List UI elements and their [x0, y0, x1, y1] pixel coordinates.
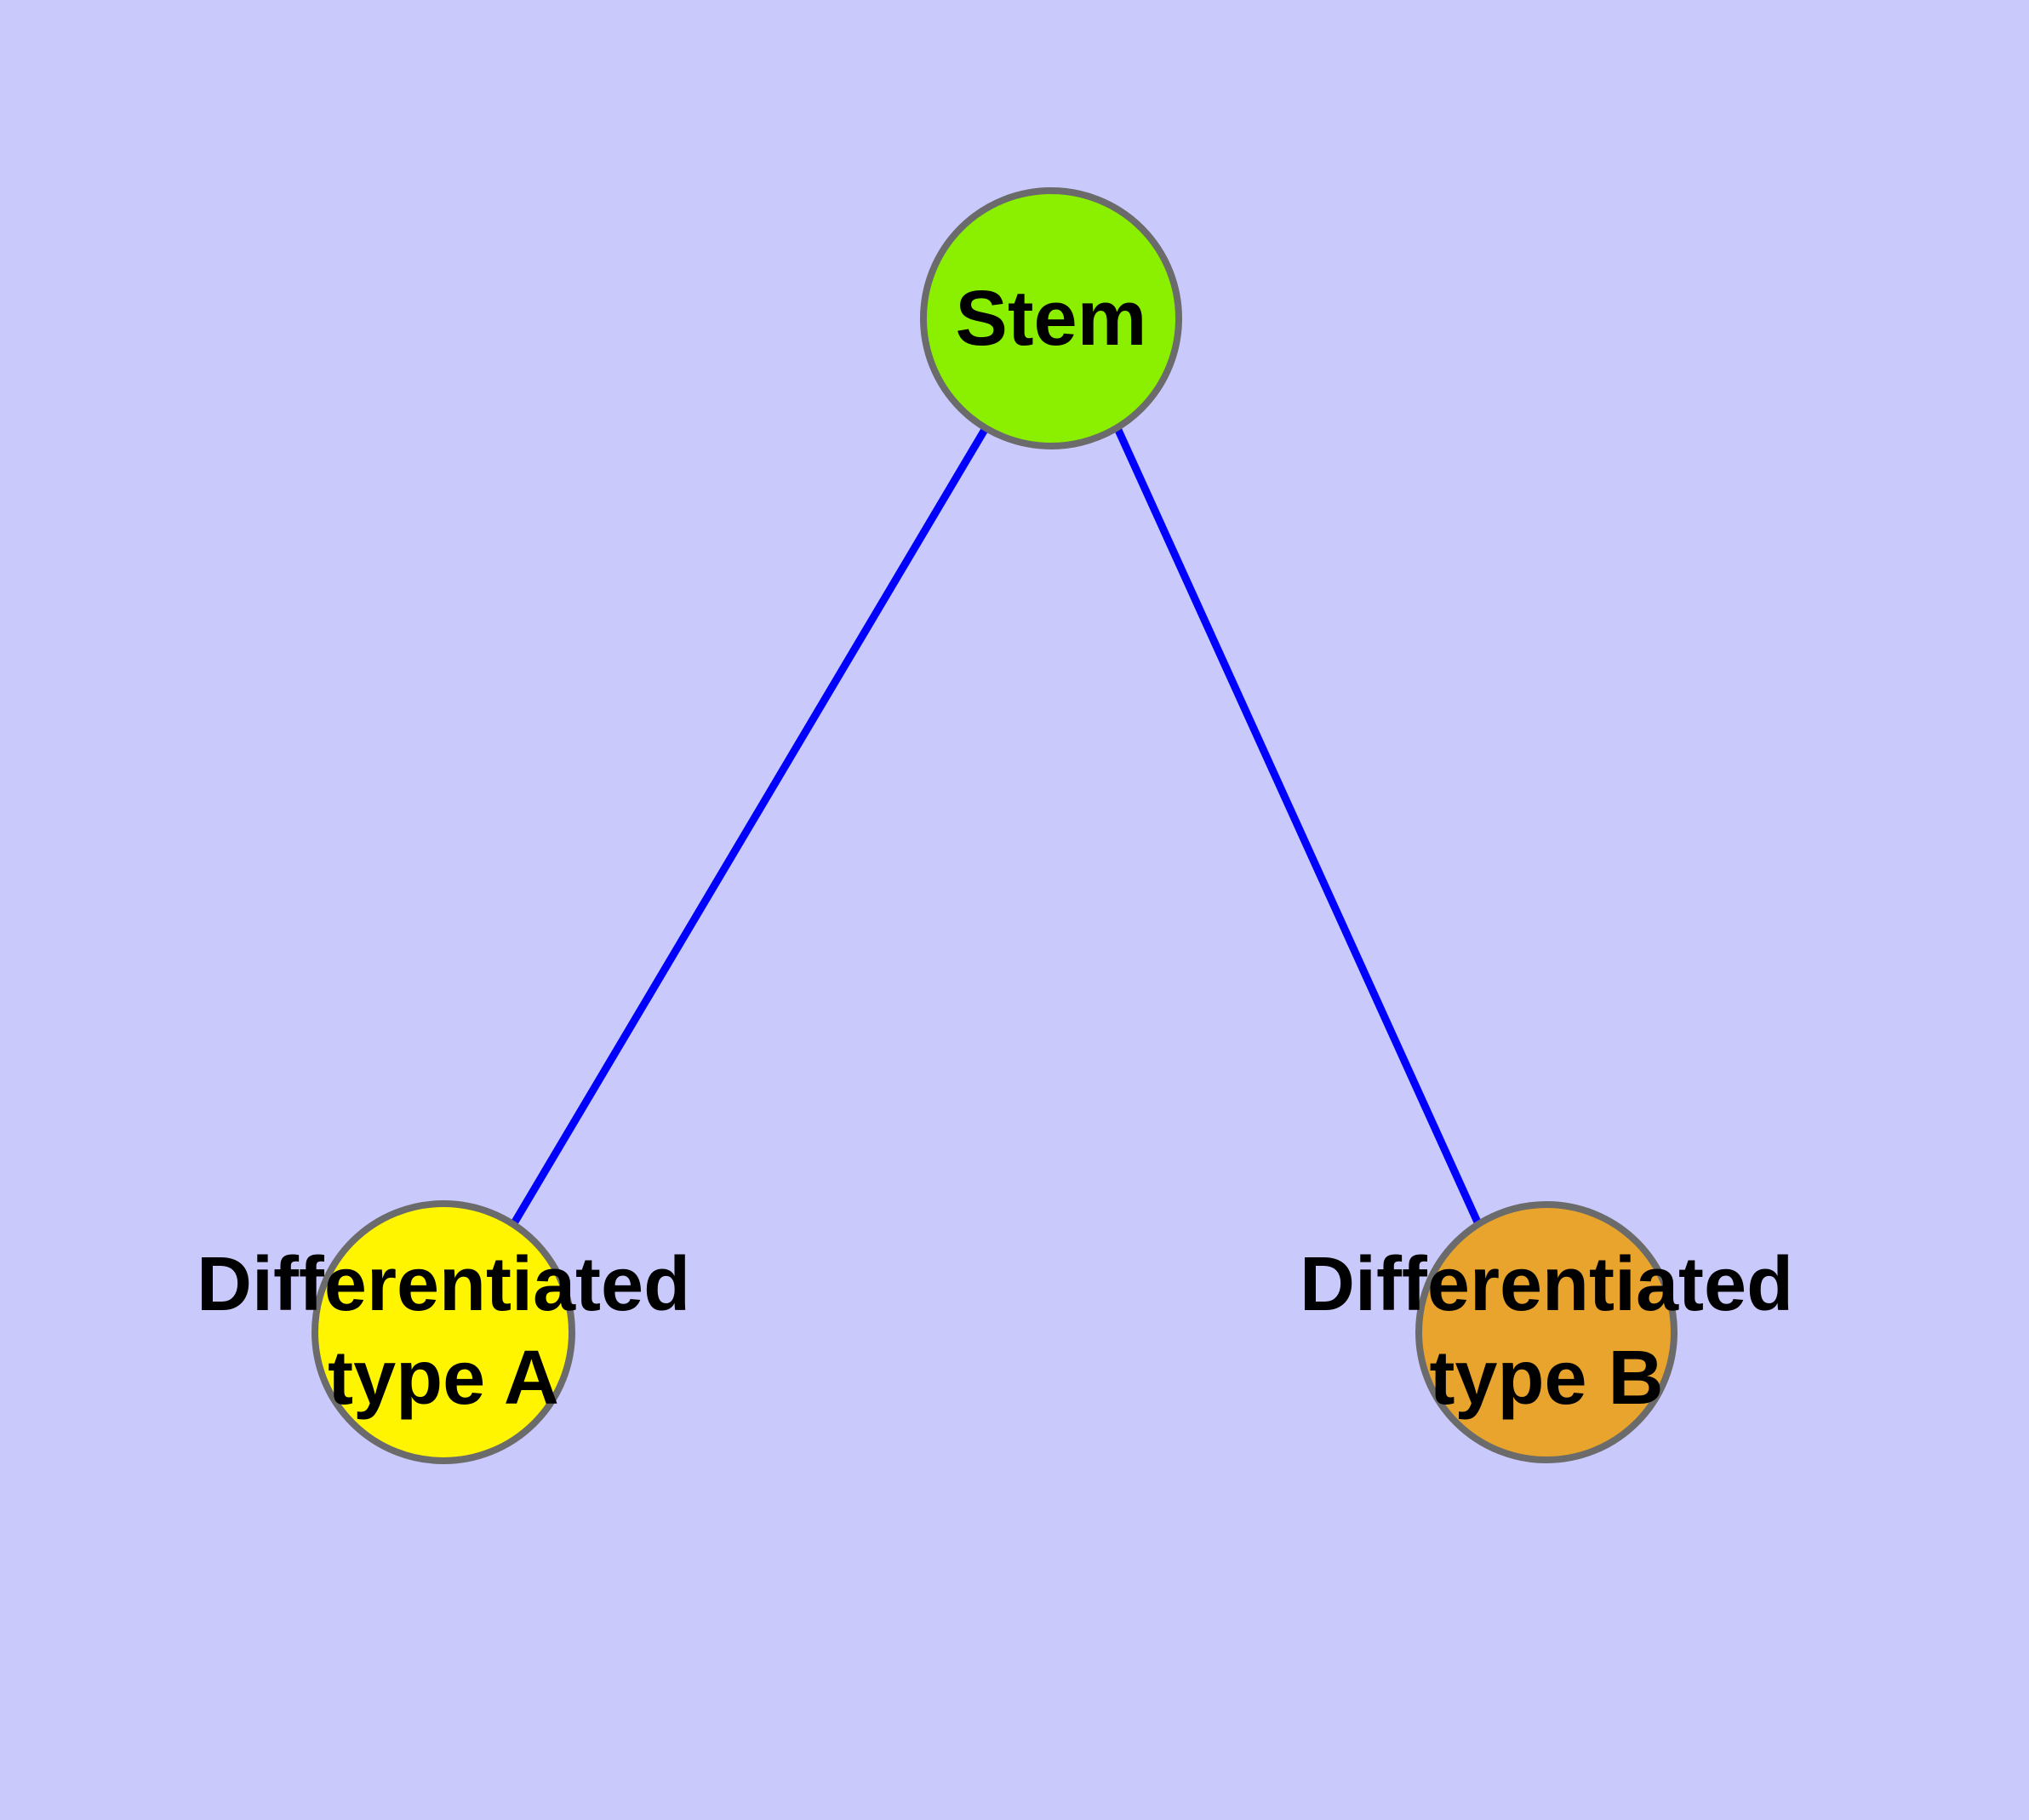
- node-differentiated-type-b[interactable]: [1415, 1201, 1677, 1463]
- edge-layer: [511, 426, 1483, 1228]
- edge-stem-to-differentiated-type-a[interactable]: [511, 426, 989, 1226]
- node-stem[interactable]: [920, 187, 1182, 449]
- node-layer: [311, 187, 1677, 1464]
- node-differentiated-type-a[interactable]: [311, 1200, 575, 1464]
- edge-stem-to-differentiated-type-b[interactable]: [1113, 426, 1483, 1228]
